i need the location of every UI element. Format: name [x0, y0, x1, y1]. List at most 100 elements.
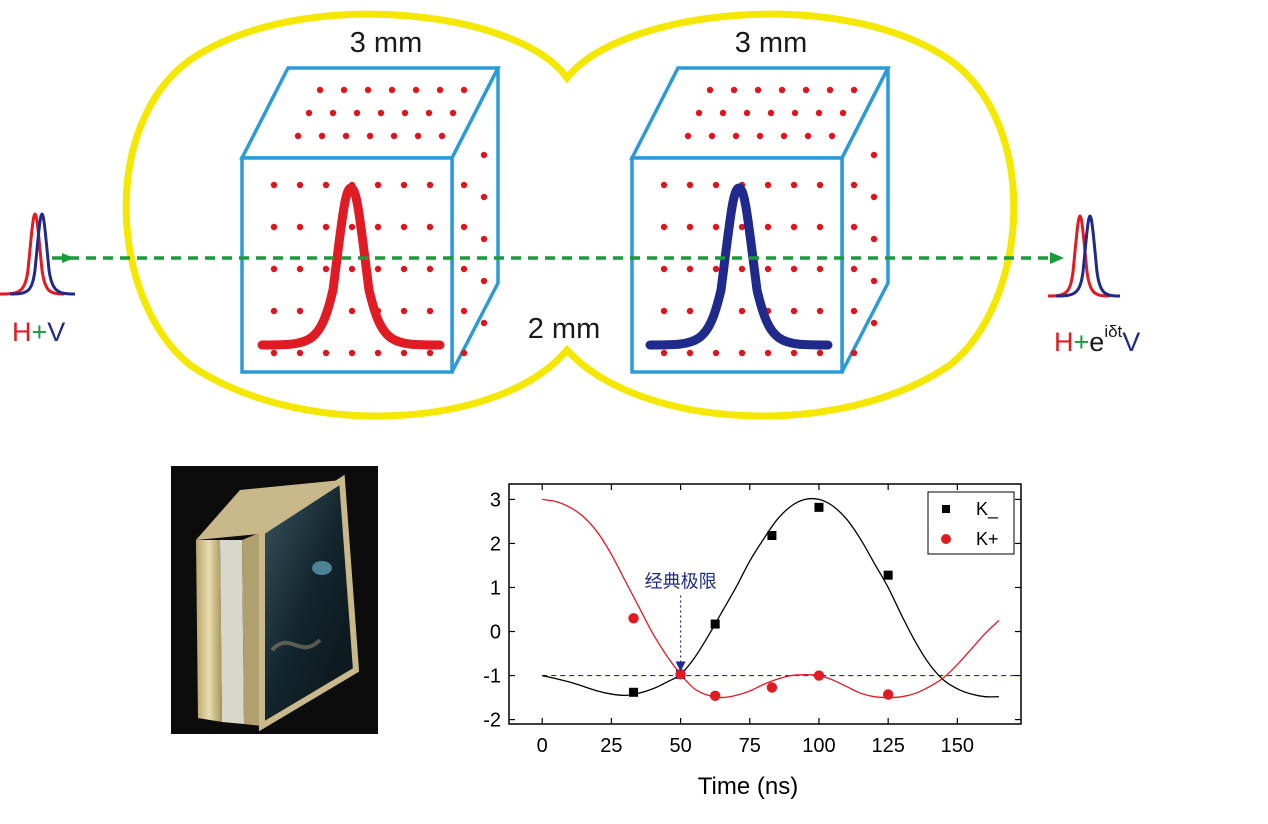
- y-tick-label: 0: [490, 622, 501, 644]
- photo-slab-middle-edge: [220, 540, 244, 724]
- lattice-dot: [780, 132, 788, 140]
- lattice-dot: [804, 132, 812, 140]
- lattice-dot: [438, 132, 446, 140]
- lattice-dot: [480, 151, 488, 159]
- lattice-dot: [426, 181, 434, 189]
- k-fit-curve: [542, 497, 999, 698]
- output-state-exponent: iδt: [1104, 322, 1122, 341]
- lattice-dot: [401, 109, 409, 117]
- yellow-boundary-outline: [122, 10, 1018, 420]
- input-state-h: H: [12, 317, 32, 347]
- lattice-dot: [480, 235, 488, 243]
- lattice-dot: [425, 109, 433, 117]
- gap-width-label: 2 mm: [528, 313, 601, 345]
- output-v-pulse: [1055, 214, 1121, 298]
- lattice-dot: [374, 223, 382, 231]
- lattice-dot: [712, 181, 720, 189]
- output-state-plus: +: [1074, 327, 1090, 357]
- lattice-dot: [686, 223, 694, 231]
- lattice-dot: [816, 223, 824, 231]
- x-tick-label: 125: [871, 735, 904, 757]
- photo-reflection: [312, 561, 332, 575]
- lattice-dot: [743, 109, 751, 117]
- lattice-dot: [400, 181, 408, 189]
- lattice-dot: [348, 349, 356, 357]
- k-plus-data-point: [675, 669, 686, 680]
- lattice-dot: [686, 349, 694, 357]
- lattice-dot: [850, 181, 858, 189]
- lattice-dot: [400, 223, 408, 231]
- lattice-dot: [353, 109, 361, 117]
- lattice-dot: [366, 132, 374, 140]
- x-tick-label: 150: [941, 735, 974, 757]
- photo-inclusion: [270, 638, 322, 652]
- lattice-dot: [318, 132, 326, 140]
- lattice-dot: [870, 319, 878, 327]
- lattice-dot: [719, 109, 727, 117]
- k-minus-data-point: [629, 687, 639, 697]
- lattice-dot: [850, 307, 858, 315]
- lattice-dot: [839, 109, 847, 117]
- k-plus-data-point: [813, 670, 825, 681]
- lattice-dot: [706, 86, 714, 94]
- left-crystal-width-label: 3 mm: [350, 27, 423, 59]
- input-v-pulse: [9, 212, 76, 296]
- lattice-dot: [329, 109, 337, 117]
- right-crystal-width-label: 3 mm: [735, 27, 808, 59]
- lattice-dot: [322, 349, 330, 357]
- lattice-dot: [414, 132, 422, 140]
- lattice-dot: [738, 223, 746, 231]
- lattice-dot: [660, 265, 668, 273]
- legend-box: [927, 491, 1015, 555]
- lattice-dot: [340, 86, 348, 94]
- lattice-dot: [790, 265, 798, 273]
- lattice-dot: [296, 307, 304, 315]
- classical-limit-label: 经典极限: [645, 572, 717, 593]
- output-state-label: H+eiδtV: [1054, 322, 1140, 357]
- lattice-dot: [400, 307, 408, 315]
- left-crystal-h-pulse: [257, 183, 445, 350]
- legend-k-minus-label: K_: [976, 499, 999, 520]
- lattice-dot: [374, 181, 382, 189]
- lattice-dot: [738, 265, 746, 273]
- lattice-dot: [712, 349, 720, 357]
- x-tick-label: 100: [802, 735, 835, 757]
- lattice-dot: [316, 86, 324, 94]
- legend-k-plus-label: K+: [976, 529, 999, 549]
- lattice-dot: [850, 86, 858, 94]
- lattice-dot: [708, 132, 716, 140]
- lattice-dot: [322, 181, 330, 189]
- k-minus-data-point: [710, 619, 720, 629]
- lattice-dot: [870, 277, 878, 285]
- lattice-dot: [826, 86, 834, 94]
- output-pulses: [1047, 214, 1121, 298]
- input-h-pulse: [0, 212, 65, 296]
- lattice-dot: [348, 265, 356, 273]
- legend-k-plus-marker: [941, 534, 951, 544]
- lattice-dot: [426, 307, 434, 315]
- lattice-dot: [790, 349, 798, 357]
- lattice-dot: [816, 181, 824, 189]
- lattice-dot: [816, 265, 824, 273]
- lattice-dot: [778, 86, 786, 94]
- lattice-dot: [660, 349, 668, 357]
- y-tick-label: -2: [483, 710, 501, 732]
- lattice-dot: [828, 132, 836, 140]
- lattice-dot: [756, 132, 764, 140]
- lattice-dot: [305, 109, 313, 117]
- lattice-dot: [480, 193, 488, 201]
- lattice-dot: [400, 265, 408, 273]
- k-fit-curve: [542, 498, 1000, 699]
- lattice-dot: [270, 265, 278, 273]
- lattice-dot: [480, 277, 488, 285]
- input-state-v: V: [47, 317, 65, 347]
- lattice-dot: [296, 265, 304, 273]
- lattice-dot: [412, 86, 420, 94]
- left-crystal: [239, 66, 501, 374]
- x-tick-label: 75: [739, 735, 761, 757]
- lattice-dot: [460, 307, 468, 315]
- left-crystal-lattice-dots: [270, 86, 488, 357]
